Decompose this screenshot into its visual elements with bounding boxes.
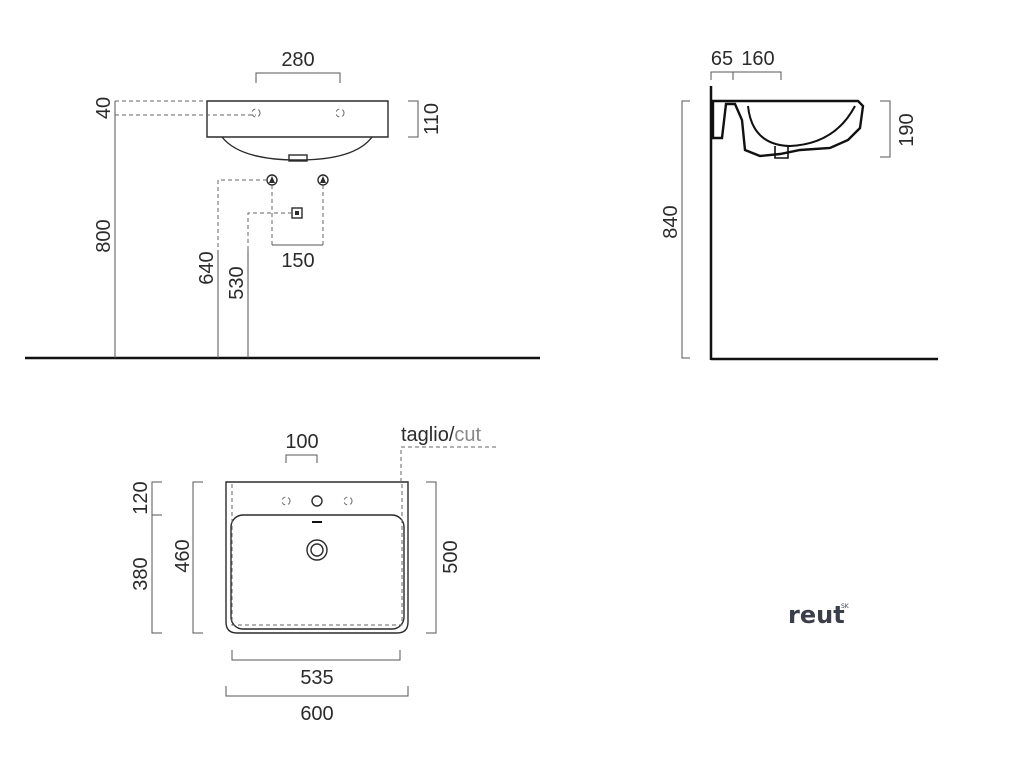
brand-name: reut xyxy=(788,601,845,629)
side-dim-190: 190 xyxy=(896,113,918,146)
top-dim-380: 380 xyxy=(130,557,152,590)
side-basin-section xyxy=(711,99,865,158)
front-dim-110: 110 xyxy=(421,103,443,135)
top-dim-500: 500 xyxy=(440,540,462,573)
side-basin-inner xyxy=(747,105,856,148)
top-cut-label: taglio/cut xyxy=(401,424,481,446)
top-cut-outline xyxy=(231,484,403,626)
brand-logo: reut SK xyxy=(788,601,850,629)
top-waste-outer xyxy=(306,539,328,561)
side-dim-840-line xyxy=(681,100,690,359)
side-dim-840: 840 xyxy=(660,205,682,238)
top-dim-600: 600 xyxy=(300,703,333,725)
front-tap-hole-left xyxy=(251,108,261,118)
brand-suffix: SK xyxy=(841,603,850,610)
side-dim-190-line xyxy=(880,100,891,158)
top-dim-100: 100 xyxy=(285,431,318,453)
front-dim-280: 280 xyxy=(281,49,314,71)
front-dim-280-line xyxy=(255,72,341,83)
top-dim-535: 535 xyxy=(300,667,333,689)
top-tap-hole-center xyxy=(311,495,323,507)
side-view: 65 160 190 840 xyxy=(660,48,938,361)
front-supply-right-icon xyxy=(320,176,326,183)
top-basin-outline xyxy=(225,481,409,634)
top-dim-535-line xyxy=(231,650,401,661)
top-dim-460: 460 xyxy=(172,539,194,572)
top-dim-120: 120 xyxy=(130,481,152,514)
top-dim-100-line xyxy=(285,454,318,463)
front-530-leader xyxy=(247,212,292,358)
front-dim-640: 640 xyxy=(196,251,218,284)
top-waste-inner xyxy=(310,543,324,557)
front-basin-bowl xyxy=(221,136,373,161)
side-dim-65: 65 xyxy=(711,48,733,70)
side-dim-top-line xyxy=(710,71,782,80)
front-view: 280 110 40 800 150 640 530 xyxy=(25,49,540,360)
top-basin-bowl xyxy=(230,514,405,630)
side-basin-waste xyxy=(774,146,789,159)
front-dim-530: 530 xyxy=(226,266,248,299)
front-dim-800: 800 xyxy=(93,219,115,252)
side-dim-160: 160 xyxy=(741,48,774,70)
top-dim-460-line xyxy=(192,481,203,634)
front-dim-150: 150 xyxy=(281,250,314,272)
front-basin-rim xyxy=(206,100,389,138)
front-dim-40: 40 xyxy=(93,97,115,119)
front-tap-hole-right xyxy=(335,108,345,118)
front-waste-icon xyxy=(295,211,299,215)
top-tap-hole-left xyxy=(281,496,291,506)
top-dim-left-line xyxy=(151,481,162,634)
front-640-leader xyxy=(217,179,267,358)
top-dim-500-line xyxy=(426,481,437,634)
front-dim-110-line xyxy=(408,100,419,138)
top-tap-hole-right xyxy=(343,496,353,506)
top-view: 100 taglio/cut 120 380 460 500 535 600 xyxy=(130,424,496,725)
top-cut-leader xyxy=(400,446,496,482)
front-supply-left-icon xyxy=(269,176,275,183)
front-basin-waste xyxy=(288,154,308,162)
top-dim-600-line xyxy=(225,686,409,697)
